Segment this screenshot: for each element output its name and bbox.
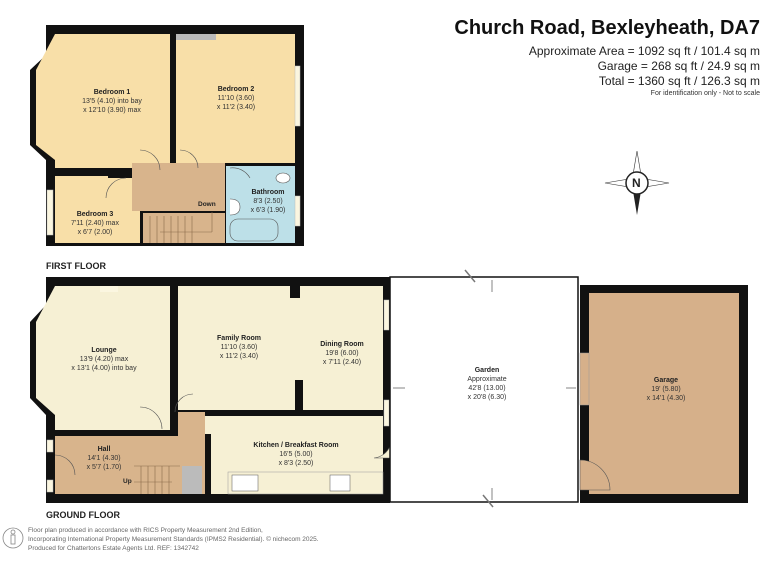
stairs-down-label: Down	[198, 201, 216, 208]
hob-icon	[329, 474, 351, 492]
area-summary: Approximate Area = 1092 sq ft / 101.4 sq…	[529, 44, 760, 89]
sink-icon	[231, 474, 259, 492]
basin-icon	[229, 198, 241, 216]
scale-note: For identification only - Not to scale	[650, 90, 760, 97]
toilet-icon	[275, 172, 291, 184]
door-swings	[105, 149, 251, 199]
garage-door	[579, 459, 611, 491]
property-title: Church Road, Bexleyheath, DA7	[454, 17, 760, 39]
landing-floor	[132, 163, 225, 211]
north-compass-icon	[604, 150, 670, 215]
approximate-area: Approximate Area = 1092 sq ft / 101.4 sq…	[528, 44, 760, 58]
bath-icon	[229, 218, 279, 242]
family-dining-floor	[178, 286, 383, 410]
understairs-cupboard	[182, 466, 202, 494]
cupboard	[176, 34, 216, 40]
footer-line: Floor plan produced in accordance with R…	[28, 527, 263, 534]
first-floor-plan	[30, 25, 304, 246]
kitchen-worktop	[227, 471, 384, 495]
stairs-up-label: Up	[123, 478, 132, 485]
bedroom-1-floor	[55, 34, 170, 168]
garage-area: Garage = 268 sq ft / 24.9 sq m	[597, 59, 760, 73]
compass-north-label: N	[632, 176, 641, 190]
footer-line: Produced for Chattertons Estate Agents L…	[28, 545, 199, 552]
nichecom-logo-icon	[2, 527, 24, 549]
total-area: Total = 1360 sq ft / 126.3 sq m	[598, 74, 760, 88]
hall-floor	[55, 436, 205, 494]
lounge-floor	[55, 286, 170, 430]
first-floor-stairs	[143, 213, 225, 243]
ground-windows	[46, 299, 390, 493]
ground-floor-plan	[30, 269, 748, 508]
garden-area	[389, 276, 579, 503]
footer-line: Incorporating International Property Mea…	[28, 536, 319, 543]
garage-floor	[589, 293, 739, 494]
ground-floor-label: GROUND FLOOR	[46, 510, 120, 520]
bedroom-3-floor	[55, 176, 108, 243]
windows	[46, 65, 301, 236]
bedroom-2-floor	[176, 34, 295, 163]
first-floor-label: FIRST FLOOR	[46, 261, 106, 271]
footer-disclaimer: Floor plan produced in accordance with R…	[28, 526, 319, 553]
